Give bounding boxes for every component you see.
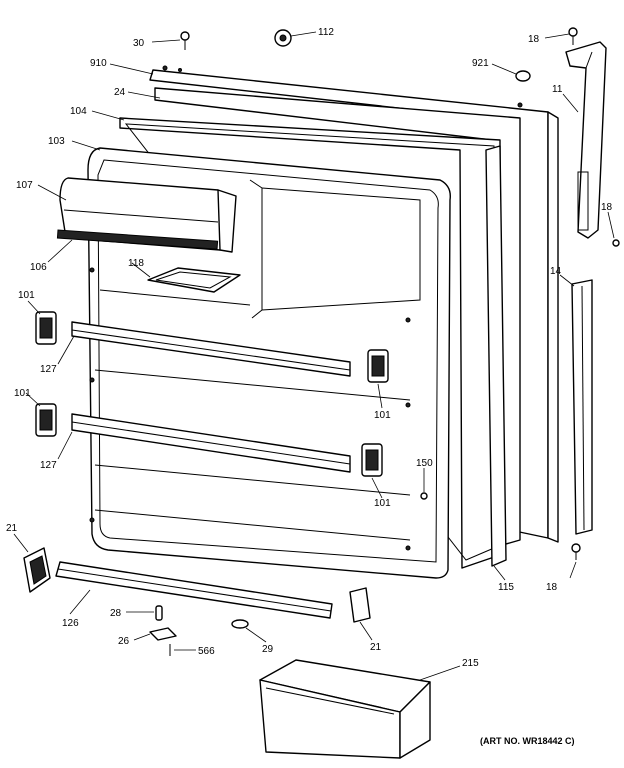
door-bin xyxy=(259,659,431,759)
small-fasteners xyxy=(149,27,620,656)
callout-910: 910 xyxy=(90,58,107,69)
callout-115: 115 xyxy=(498,582,514,593)
art-number: (ART NO. WR18442 C) xyxy=(480,736,575,746)
callout-labels: 30 112 18 910 921 11 24 104 103 107 106 … xyxy=(6,27,613,746)
callout-150: 150 xyxy=(416,458,433,469)
bottom-shelf-end-caps xyxy=(23,547,371,623)
handle-trim xyxy=(571,279,593,535)
callout-101-d: 101 xyxy=(374,498,391,509)
leader-lines xyxy=(13,31,615,681)
bottom-shelf-bar xyxy=(55,561,333,619)
callout-126: 126 xyxy=(62,618,79,629)
callout-24: 24 xyxy=(114,87,126,98)
callout-921: 921 xyxy=(472,58,489,69)
callout-28: 28 xyxy=(110,608,122,619)
callout-21-right: 21 xyxy=(370,642,382,653)
callout-127-a: 127 xyxy=(40,364,57,375)
callout-18-mid: 18 xyxy=(601,202,613,213)
shelf-end-caps xyxy=(35,311,389,477)
callout-11: 11 xyxy=(552,84,563,95)
callout-118: 118 xyxy=(128,258,144,269)
callout-18-top: 18 xyxy=(528,34,540,45)
callout-215: 215 xyxy=(462,658,479,669)
dairy-compartment-door xyxy=(56,177,237,253)
lower-shelf-bar xyxy=(71,413,351,473)
door-handle xyxy=(565,41,607,239)
upper-shelf-bar xyxy=(71,321,351,377)
butter-tray xyxy=(147,267,241,293)
callout-106: 106 xyxy=(30,262,47,273)
callout-101-b: 101 xyxy=(14,388,31,399)
callout-18-bottom: 18 xyxy=(546,582,558,593)
callout-112: 112 xyxy=(318,27,334,38)
callout-127-b: 127 xyxy=(40,460,57,471)
callout-101-a: 101 xyxy=(18,290,35,301)
door-seal-strip xyxy=(485,145,507,567)
callout-21-left: 21 xyxy=(6,523,18,534)
callout-107: 107 xyxy=(16,180,33,191)
callout-29: 29 xyxy=(262,644,274,655)
callout-101-c: 101 xyxy=(374,410,391,421)
callout-14: 14 xyxy=(550,266,562,277)
callout-104: 104 xyxy=(70,106,87,117)
callout-26: 26 xyxy=(118,636,130,647)
callout-566: 566 xyxy=(198,646,215,657)
callout-103: 103 xyxy=(48,136,65,147)
callout-30: 30 xyxy=(133,38,145,49)
